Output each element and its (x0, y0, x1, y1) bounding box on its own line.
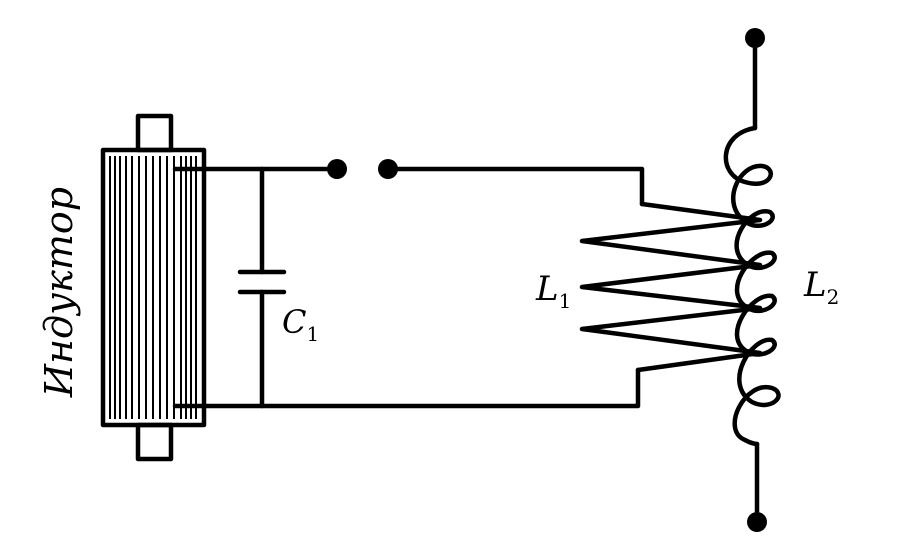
inductor-label: Индуктор (37, 187, 81, 398)
primary-coil-label: L1 (535, 269, 571, 313)
spark-gap-electrode-left (327, 159, 347, 179)
primary-coil-l1 (579, 201, 763, 373)
inductor-top-cap (135, 113, 174, 153)
secondary-terminal-bottom (747, 512, 767, 532)
bottom-wire (172, 367, 641, 409)
secondary-coil-label: L2 (803, 265, 839, 309)
secondary-coil-windings (723, 125, 781, 447)
capacitor-label-index: 1 (306, 322, 319, 346)
inductor-winding-lines (109, 156, 197, 419)
secondary-coil-l2 (723, 28, 781, 532)
primary-coil-label-letter: L (535, 269, 559, 309)
capacitor-c1 (237, 166, 287, 409)
secondary-coil-label-index: 2 (827, 285, 840, 309)
spark-gap (327, 159, 398, 179)
inductor-body (100, 147, 207, 428)
inductor-bottom-cap (135, 422, 174, 462)
top-wire-right (385, 166, 645, 207)
capacitor-label: C1 (282, 303, 319, 346)
capacitor-label-letter: C (282, 303, 306, 341)
inductor-component (100, 113, 207, 462)
primary-coil-label-index: 1 (559, 289, 572, 313)
secondary-coil-label-letter: L (803, 265, 827, 305)
